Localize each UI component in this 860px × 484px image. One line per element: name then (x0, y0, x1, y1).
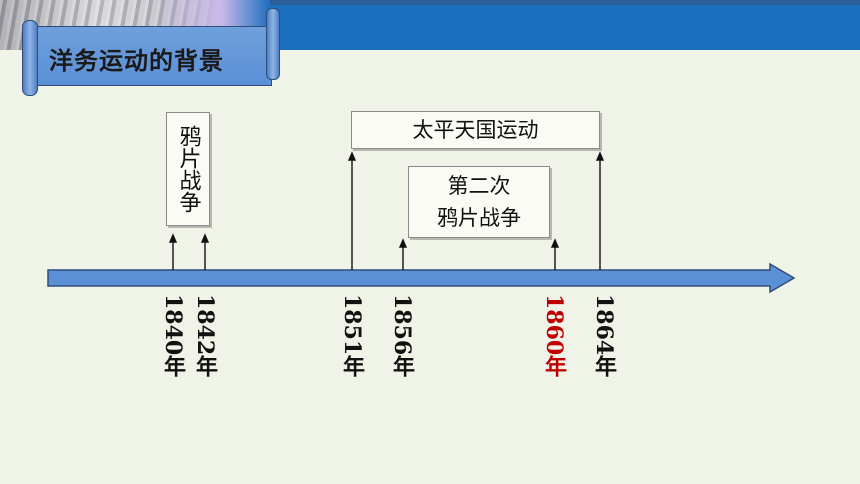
second-opium-war-line2: 鸦片战争 (437, 206, 521, 230)
tick-1851-head (347, 151, 357, 161)
banner-top-strip (0, 0, 860, 5)
year-1856: 1856年 (389, 294, 415, 378)
scroll-body: 洋务运动的背景 (30, 26, 272, 86)
tick-1860-head (550, 238, 560, 248)
title-scroll: 洋务运动的背景 (22, 8, 280, 96)
scroll-roll-left-icon (22, 20, 38, 96)
tick-1842-head (200, 233, 210, 243)
tick-1856-head (398, 238, 408, 248)
second-opium-war-line1: 第二次 (447, 174, 511, 198)
tick-1864-head (595, 151, 605, 161)
taiping-label: 太平天国运动 (412, 118, 539, 142)
opium-war-box: 鸦片战争 (166, 112, 210, 226)
year-1864: 1864年 (591, 294, 617, 378)
page-title: 洋务运动的背景 (49, 47, 224, 75)
scroll-roll-right-icon (266, 8, 280, 80)
year-1840: 1840年 (160, 294, 186, 378)
year-1860: 1860年 (541, 294, 567, 378)
timeline-arrow (47, 262, 796, 294)
second-opium-war-box: 第二次 鸦片战争 (408, 166, 550, 238)
taiping-box: 太平天国运动 (351, 111, 600, 149)
tick-1840-head (168, 233, 178, 243)
opium-war-label: 鸦片战争 (175, 125, 201, 213)
year-1851: 1851年 (339, 294, 365, 378)
year-1842: 1842年 (192, 294, 218, 378)
